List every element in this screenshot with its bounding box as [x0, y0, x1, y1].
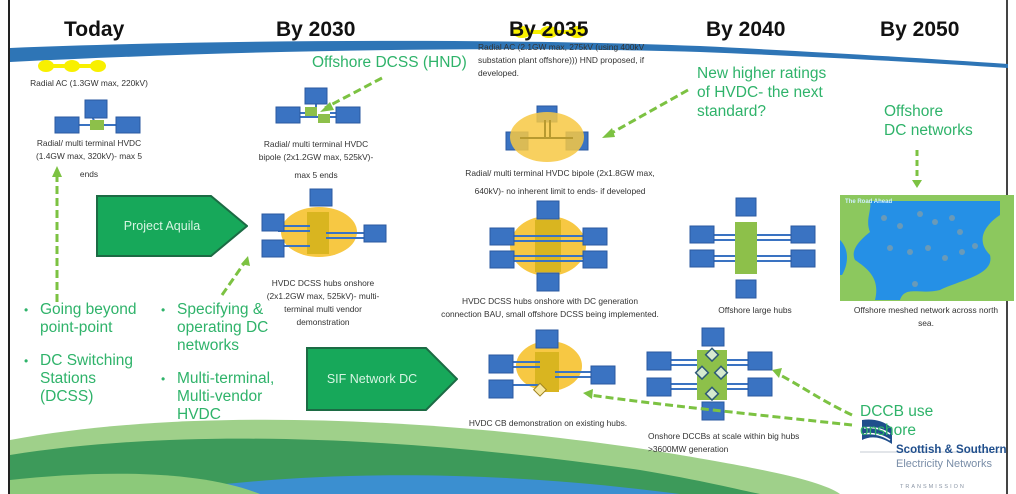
- dcss-hub-2030: [261, 188, 387, 258]
- bullet-specifying: • Specifying & operating DC networks: [161, 301, 269, 355]
- annotation-line: onshore: [860, 422, 917, 439]
- bullet-icon: •: [161, 372, 166, 386]
- bullet-line: Specifying &: [177, 301, 264, 318]
- caption-line: ends: [79, 169, 99, 179]
- bullet-line: Stations: [40, 370, 97, 387]
- caption-line: demonstration: [296, 317, 350, 327]
- caption-line: connection BAU, small offshore DCSS bein…: [441, 309, 659, 319]
- map-caption: Offshore meshed network across north sea…: [836, 304, 1016, 330]
- annotation-offshore-dc-networks: Offshore DC networks: [884, 102, 973, 140]
- radial-ac-2035-caption: Radial AC (2.1GW max, 275kV (using 400kV…: [478, 41, 678, 80]
- bullet-line: HVDC: [177, 406, 221, 423]
- dccb-hub: [646, 327, 773, 421]
- chevron-arrow-shape: [96, 195, 248, 257]
- column-2050: By 2050: [880, 18, 960, 41]
- bullet-dc-switching: • DC Switching Stations (DCSS): [24, 352, 134, 406]
- bullet-line: Going beyond: [40, 301, 137, 318]
- dcss-hub-2035: [489, 200, 608, 292]
- radial-ac-today: [38, 60, 106, 72]
- caption-line: Offshore meshed network across north: [853, 305, 999, 315]
- bullet-line: networks: [177, 337, 240, 354]
- timeline-band: [10, 40, 1008, 68]
- bottom-wave-3: [150, 475, 680, 494]
- caption-line: Radial/ multi terminal HVDC: [36, 138, 142, 148]
- logo-line3: TRANSMISSION: [900, 484, 966, 490]
- chevron-arrow-shape: [306, 347, 458, 411]
- column-2040: By 2040: [706, 18, 786, 41]
- annotation-line: Offshore: [884, 103, 944, 120]
- caption-line: Radial/ multi terminal HVDC bipole (2x1.…: [465, 168, 655, 178]
- bullet-line: point-point: [40, 319, 113, 336]
- logo-line1: Scottish & Southern: [896, 444, 1007, 456]
- bullet-line: Multi-terminal,: [177, 370, 275, 387]
- bullet-icon: •: [24, 303, 29, 317]
- annotation-offshore-dcss: Offshore DCSS (HND): [312, 54, 467, 71]
- hvdc-cb-caption: HVDC CB demonstration on existing hubs.: [468, 418, 628, 428]
- hvdc-today: [54, 99, 141, 134]
- bullet-line: operating DC: [177, 319, 269, 336]
- caption-line: Radial/ multi terminal HVDC: [263, 139, 369, 149]
- arrow-new-ratings: [607, 88, 689, 137]
- dcss-hub-2030-caption: HVDC DCSS hubs onshore (2x1.2GW max, 525…: [248, 277, 398, 329]
- caption-line: HVDC DCSS hubs onshore: [271, 278, 375, 288]
- bullet-line: (DCSS): [40, 388, 94, 405]
- hvdc-2030: [275, 87, 361, 124]
- hvdc-2030-caption: Radial/ multi terminal HVDC bipole (2x1.…: [236, 138, 396, 182]
- caption-line: 640kV)- no inherent limit to ends- if de…: [474, 186, 646, 196]
- dccb-caption: Onshore DCCBs at scale within big hubs >…: [648, 430, 848, 456]
- north-sea-map: [840, 195, 1014, 301]
- hvdc-today-caption: Radial/ multi terminal HVDC (1.4GW max, …: [14, 137, 164, 181]
- hvdc-2035-caption: Radial/ multi terminal HVDC bipole (2x1.…: [440, 167, 680, 198]
- bullet-icon: •: [161, 303, 166, 317]
- arrow-offshore-dcss: [324, 76, 383, 110]
- map-title: The Road Ahead: [845, 199, 893, 205]
- annotation-line: of HVDC- the next: [697, 84, 823, 101]
- arrow-dccb-1: [777, 372, 853, 417]
- caption-line: bipole (2x1.2GW max, 525kV)-: [258, 152, 374, 162]
- annotation-line: DCCB use: [860, 403, 934, 420]
- caption-line: terminal multi vendor: [284, 304, 362, 314]
- bullet-line: Multi-vendor: [177, 388, 263, 405]
- offshore-hubs-caption: Offshore large hubs: [718, 305, 792, 315]
- bullet-line: DC Switching: [40, 352, 134, 369]
- bullet-multi-terminal: • Multi-terminal, Multi-vendor HVDC: [161, 370, 275, 424]
- radial-ac-2035: [513, 26, 586, 38]
- dcss-hub-2035-caption: HVDC DCSS hubs onshore with DC generatio…: [440, 295, 660, 321]
- caption-line: (2x1.2GW max, 525kV)- multi-: [266, 291, 380, 301]
- sif-network-dc-label: SIF Network DC: [326, 372, 418, 386]
- annotation-line: New higher ratings: [697, 65, 827, 82]
- caption-line: substation plant offshore))) HND propose…: [478, 55, 645, 65]
- column-2030: By 2030: [276, 18, 356, 41]
- caption-line: developed.: [478, 68, 519, 78]
- bullet-icon: •: [24, 354, 29, 368]
- caption-line: Radial AC (2.1GW max, 275kV (using 400kV: [478, 42, 645, 52]
- column-2035: By 2035: [509, 18, 589, 41]
- hvdc-cb-hub: [488, 329, 616, 399]
- project-aquila-label: Project Aquila: [123, 219, 201, 233]
- logo-line2: Electricity Networks: [896, 458, 992, 470]
- offshore-large-hub: [689, 197, 816, 299]
- annotation-line: DC networks: [884, 122, 973, 139]
- arrow-dccb-2: [589, 393, 853, 427]
- bullet-going-beyond: • Going beyond point-point: [24, 301, 137, 337]
- annotation-line: standard?: [697, 103, 766, 120]
- caption-line: (1.4GW max, 320kV)- max 5: [35, 151, 143, 161]
- sif-network-dc-arrow: SIF Network DC: [306, 347, 458, 411]
- caption-line: Onshore DCCBs at scale within big hubs: [648, 431, 800, 441]
- project-aquila-arrow: Project Aquila: [96, 195, 248, 257]
- caption-line: sea.: [918, 318, 934, 328]
- arrow-specifying: [220, 261, 247, 296]
- annotation-dccb-onshore: DCCB use onshore: [860, 402, 933, 440]
- caption-line: max 5 ends: [294, 170, 338, 180]
- caption-line: HVDC DCSS hubs onshore with DC generatio…: [462, 296, 638, 306]
- caption-line: >3600MW generation: [648, 444, 729, 454]
- radial-ac-today-caption: Radial AC (1.3GW max, 220kV): [30, 78, 148, 88]
- annotation-new-ratings: New higher ratings of HVDC- the next sta…: [697, 64, 826, 121]
- bottom-wave-4: [10, 473, 260, 494]
- sse-logo-mark: [860, 419, 1000, 453]
- hvdc-2035: [505, 105, 589, 162]
- column-today: Today: [64, 18, 125, 41]
